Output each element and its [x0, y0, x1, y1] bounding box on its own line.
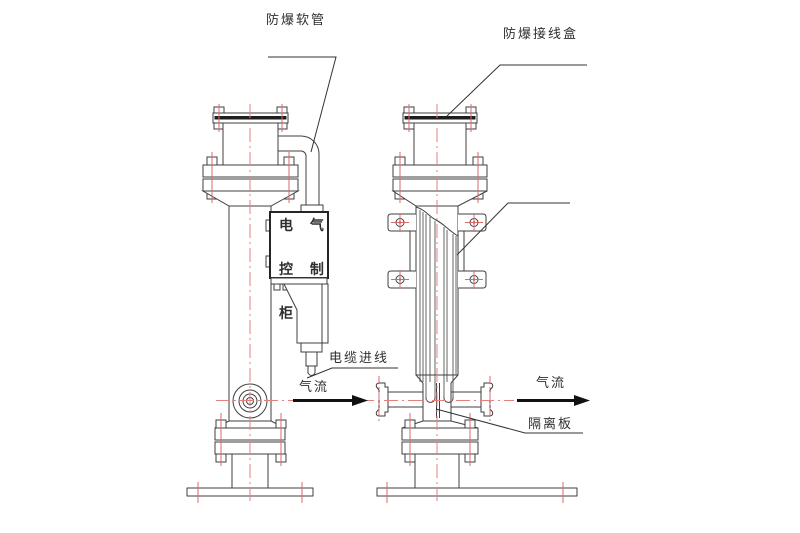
- flow-arrow-right: [517, 395, 590, 406]
- control-cabinet: [265, 211, 329, 344]
- flow-arrow-left: [293, 395, 368, 406]
- leader-flexible-hose: [268, 56, 337, 153]
- hose-bottom-flange: [300, 204, 324, 213]
- heating-elements: [419, 210, 457, 403]
- cable-entry-label: 电缆进线: [329, 351, 390, 366]
- bolt-centerlines: [197, 104, 564, 503]
- leader-cable-entry: [306, 367, 398, 379]
- right-base-plate: [376, 487, 578, 497]
- isolation-plate-label: 隔离板: [528, 417, 574, 432]
- cable-gland: [300, 342, 323, 376]
- cabinet-label-row3: 柜: [279, 306, 299, 322]
- centerlines: [197, 104, 564, 503]
- cutaway-wave: [415, 206, 459, 237]
- right-upper-cylinder: [413, 122, 467, 166]
- cabinet-label: 电 气 控 制 柜: [279, 215, 330, 325]
- leader-lines: [268, 56, 587, 434]
- cabinet-label-row1: 电 气: [279, 218, 330, 234]
- leader-junction-box: [446, 64, 587, 117]
- flexible-hose-elbow: [277, 135, 320, 206]
- leader-elements: [456, 202, 570, 256]
- cabinet-label-row2: 控 制: [279, 262, 330, 278]
- right-reducer-cone: [391, 190, 488, 207]
- junction-box-label: 防爆接线盒: [503, 27, 579, 42]
- airflow-left-label: 气流: [299, 380, 330, 395]
- flexible-hose-label: 防爆软管: [266, 13, 327, 28]
- right-vessel: [375, 106, 578, 497]
- leader-isolation-plate: [435, 408, 583, 434]
- airflow-right-label: 气流: [536, 376, 567, 391]
